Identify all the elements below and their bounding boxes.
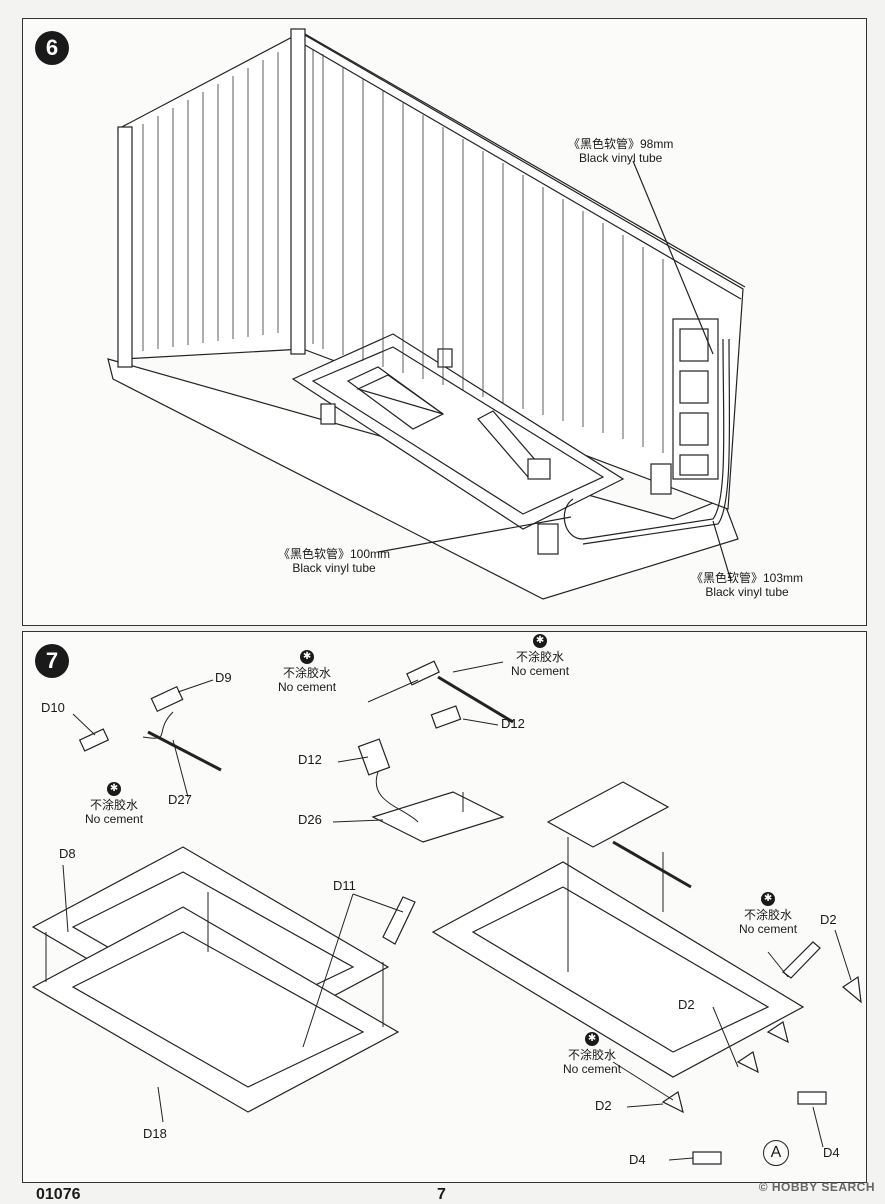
callout-tube-103: 《黑色软管》103mm Black vinyl tube: [691, 571, 803, 599]
no-cement-en-5: No cement: [563, 1062, 622, 1076]
part-label-d27: D27: [168, 792, 192, 807]
no-cement-en-1: No cement: [85, 812, 144, 826]
no-cement-note-5: ✱ 不涂胶水 No cement: [563, 1032, 621, 1076]
part-label-d4-left: D4: [629, 1152, 646, 1167]
container-drawing: [107, 28, 746, 600]
part-label-d8: D8: [59, 846, 76, 861]
part-label-d26: D26: [298, 812, 322, 827]
no-glue-icon: ✱: [585, 1032, 600, 1046]
footer-code: 01076: [36, 1186, 81, 1203]
no-cement-note-2: ✱ 不涂胶水 No cement: [278, 650, 336, 694]
no-cement-en-2: No cement: [278, 680, 337, 694]
part-label-d2-mid: D2: [678, 997, 695, 1012]
no-cement-en-4: No cement: [739, 922, 798, 936]
step-7-panel: 7: [22, 631, 867, 1183]
no-glue-icon: ✱: [761, 892, 776, 906]
callout-tube-100-en: Black vinyl tube: [292, 561, 376, 575]
no-cement-cn-2: 不涂胶水: [283, 666, 332, 680]
watermark: © HOBBY SEARCH: [758, 1180, 875, 1194]
callout-tube-98: 《黑色软管》98mm Black vinyl tube: [568, 137, 673, 165]
footer-page: 7: [437, 1186, 446, 1203]
part-label-d4-right: D4: [823, 1145, 840, 1160]
no-cement-note-3: ✱ 不涂胶水 No cement: [511, 634, 569, 678]
callout-tube-103-en: Black vinyl tube: [705, 585, 789, 599]
circle-letter-icon: A: [763, 1140, 789, 1166]
callout-tube-98-cn: 《黑色软管》98mm: [568, 137, 674, 151]
callout-tube-103-cn: 《黑色软管》103mm: [691, 571, 804, 585]
callout-tube-98-en: Black vinyl tube: [578, 151, 663, 165]
part-label-d2-left: D2: [595, 1098, 612, 1113]
part-label-d11: D11: [333, 878, 356, 893]
part-label-d18: D18: [143, 1126, 167, 1141]
no-cement-note-1: ✱ 不涂胶水 No cement: [85, 782, 143, 826]
no-cement-cn-3: 不涂胶水: [516, 650, 565, 664]
no-glue-icon: ✱: [533, 634, 548, 648]
chassis-drawing: [31, 660, 862, 1165]
step-number-7: 7: [35, 644, 69, 678]
no-glue-icon: ✱: [107, 782, 122, 796]
no-cement-en-3: No cement: [511, 664, 570, 678]
no-cement-cn-5: 不涂胶水: [568, 1048, 617, 1062]
callout-tube-100: 《黑色软管》100mm Black vinyl tube: [278, 547, 390, 575]
part-label-d10: D10: [41, 700, 65, 715]
step-6-panel: 6: [22, 18, 867, 626]
no-cement-note-4: ✱ 不涂胶水 No cement: [739, 892, 797, 936]
no-cement-cn-1: 不涂胶水: [90, 798, 139, 812]
no-glue-icon: ✱: [300, 650, 315, 664]
part-label-d9: D9: [215, 670, 232, 685]
part-label-d12-left: D12: [298, 752, 322, 767]
part-label-d12-right: D12: [501, 716, 525, 731]
no-cement-cn-4: 不涂胶水: [744, 908, 793, 922]
part-label-d2-right: D2: [820, 912, 837, 927]
step-number-6: 6: [35, 31, 69, 65]
callout-tube-100-cn: 《黑色软管》100mm: [278, 547, 391, 561]
